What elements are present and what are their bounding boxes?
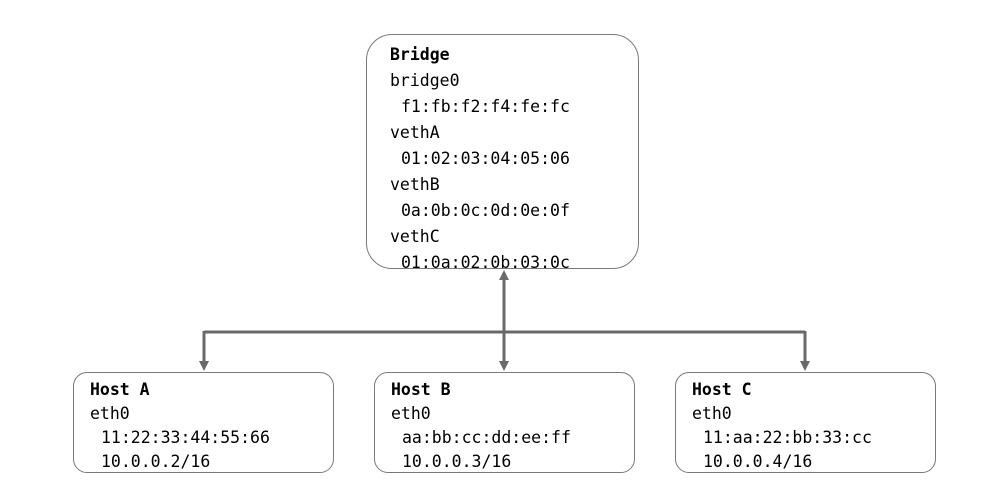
vethb-interface-mac: 0a:0b:0c:0d:0e:0f — [401, 201, 570, 220]
bridge-title: Bridge — [390, 45, 450, 64]
host-c-title: Host C — [692, 380, 752, 399]
vethb-interface-name: vethB — [390, 175, 440, 194]
host-b-interface-name: eth0 — [391, 404, 431, 423]
host-c-ip: 10.0.0.4/16 — [703, 452, 813, 471]
host-a-ip: 10.0.0.2/16 — [101, 452, 211, 471]
vetha-interface-name: vethA — [390, 123, 440, 142]
host-c-interface-name: eth0 — [692, 404, 732, 423]
host-a-node: Host A eth0 11:22:33:44:55:66 10.0.0.2/1… — [73, 372, 334, 473]
host-c-node: Host C eth0 11:aa:22:bb:33:cc 10.0.0.4/1… — [675, 372, 936, 473]
bridge-interface-mac: f1:fb:f2:f4:fe:fc — [401, 97, 570, 116]
bridge-interface-name: bridge0 — [390, 71, 460, 90]
host-a-interface-name: eth0 — [90, 404, 130, 423]
host-b-title: Host B — [391, 380, 451, 399]
host-c-mac: 11:aa:22:bb:33:cc — [703, 428, 872, 447]
bridge-node: Bridge bridge0 f1:fb:f2:f4:fe:fc vethA 0… — [366, 34, 639, 272]
host-b-node: Host B eth0 aa:bb:cc:dd:ee:ff 10.0.0.3/1… — [374, 372, 635, 473]
vethc-interface-mac: 01:0a:02:0b:03:0c — [401, 253, 570, 272]
host-b-ip: 10.0.0.3/16 — [402, 452, 512, 471]
vethc-interface-name: vethC — [390, 227, 440, 246]
host-b-mac: aa:bb:cc:dd:ee:ff — [402, 428, 571, 447]
vetha-interface-mac: 01:02:03:04:05:06 — [401, 149, 570, 168]
host-a-title: Host A — [90, 380, 150, 399]
host-a-mac: 11:22:33:44:55:66 — [101, 428, 270, 447]
